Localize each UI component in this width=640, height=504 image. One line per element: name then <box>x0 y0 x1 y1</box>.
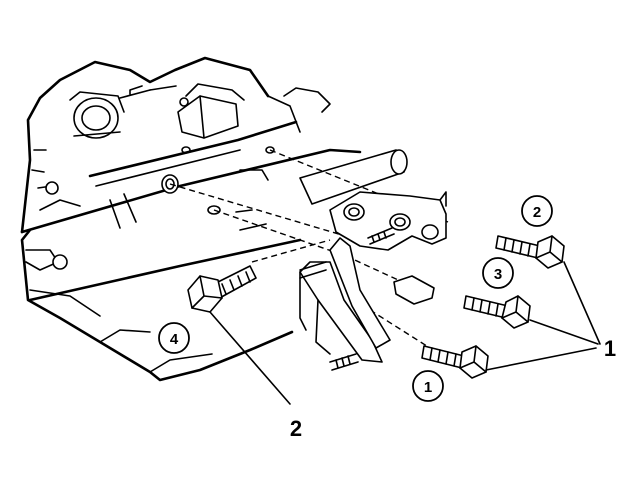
reference-label-bolt: 2 <box>290 416 302 441</box>
bolt-1 <box>421 345 489 379</box>
callout-4: 4 <box>158 322 190 354</box>
leader-lines <box>209 261 601 405</box>
callout-4-text: 4 <box>170 331 179 348</box>
mounting-bracket <box>299 191 447 371</box>
callout-2-text: 2 <box>533 204 541 221</box>
callout-1: 1 <box>412 370 444 402</box>
engine-block <box>20 56 362 382</box>
reference-label-bolts: 1 <box>604 336 616 361</box>
callout-1-text: 1 <box>424 379 432 396</box>
tube-shaft <box>299 149 408 205</box>
bolt-4 <box>187 265 257 313</box>
callout-3: 3 <box>482 257 514 289</box>
bolt-2 <box>495 235 565 269</box>
callout-3-text: 3 <box>494 266 502 283</box>
bolt-3 <box>463 295 531 329</box>
callout-2: 2 <box>521 195 553 227</box>
